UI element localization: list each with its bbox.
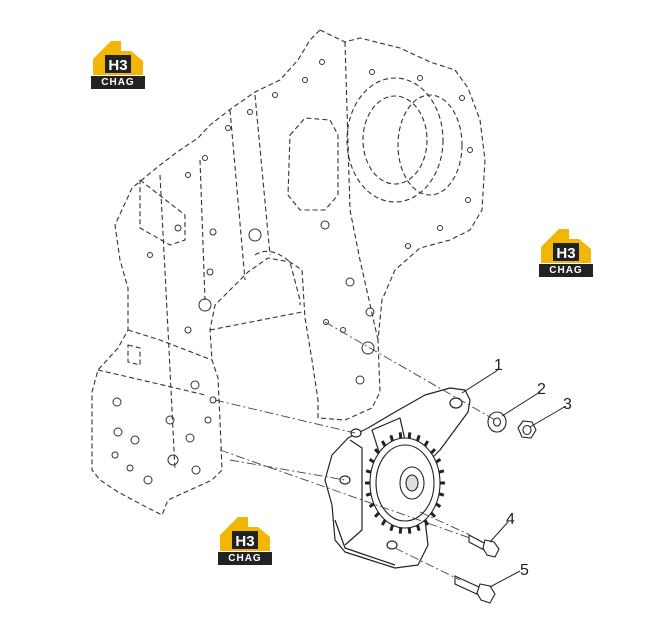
brand-logo-watermark: H3 CHAG (218, 513, 272, 565)
callout-5: 5 (520, 562, 529, 579)
logo-mark: H3 (556, 245, 575, 262)
gear-tooth (423, 440, 430, 447)
gear-tooth (415, 524, 421, 532)
brand-logo-watermark: H3 CHAG (539, 225, 593, 277)
seal-boss-inner (362, 95, 428, 185)
housing-front-face (97, 159, 213, 471)
logo-mark: H3 (235, 533, 254, 550)
bolt-upper (468, 534, 500, 558)
gear-tooth (365, 492, 372, 497)
callout-2: 2 (537, 381, 546, 398)
gear-tooth (438, 469, 445, 474)
seal-boss-outer (346, 77, 444, 203)
gear-cover-ring (397, 94, 463, 196)
gear-tooth (368, 502, 375, 508)
logo-mark: H3 (108, 57, 127, 74)
callout-3: 3 (563, 396, 572, 413)
gear-tooth (430, 448, 437, 455)
callout-4: 4 (506, 511, 515, 528)
gear-tooth (435, 502, 442, 508)
nut (517, 420, 537, 439)
leader-lines (461, 369, 567, 588)
housing-rib (229, 41, 379, 341)
gear-tooth (368, 458, 375, 464)
bolt-lower (454, 575, 496, 604)
gear-tooth (380, 519, 387, 526)
housing-cutout (209, 250, 303, 331)
mount-bracket (139, 179, 186, 246)
logo-brand-text: CHAG (218, 552, 272, 565)
gear-tooth (423, 519, 430, 526)
assembly-lines (214, 321, 496, 581)
logo-brand-text: CHAG (91, 76, 145, 89)
pump-drive-gear (365, 432, 445, 534)
callout-1: 1 (494, 357, 503, 374)
gear-tooth (407, 527, 412, 534)
logo-brand-text: CHAG (539, 264, 593, 277)
gear-tooth (389, 524, 395, 532)
gear-tooth (365, 469, 372, 474)
housing-flange (287, 117, 339, 211)
washer (487, 411, 507, 433)
gear-tooth (438, 492, 445, 497)
boss-tab (127, 344, 141, 366)
gear-tooth (373, 511, 380, 518)
gear-tooth (415, 434, 421, 442)
gear-tooth (389, 434, 395, 442)
gear-tooth (435, 458, 442, 464)
gear-tooth (430, 511, 437, 518)
gear-tooth (407, 432, 412, 439)
gear-tooth (380, 440, 387, 447)
gear-tooth (373, 448, 380, 455)
housing-bolt-holes (111, 59, 473, 485)
gear-tooth (398, 527, 403, 534)
brand-logo-watermark: H3 CHAG (91, 37, 145, 89)
gear-tooth (398, 432, 403, 439)
